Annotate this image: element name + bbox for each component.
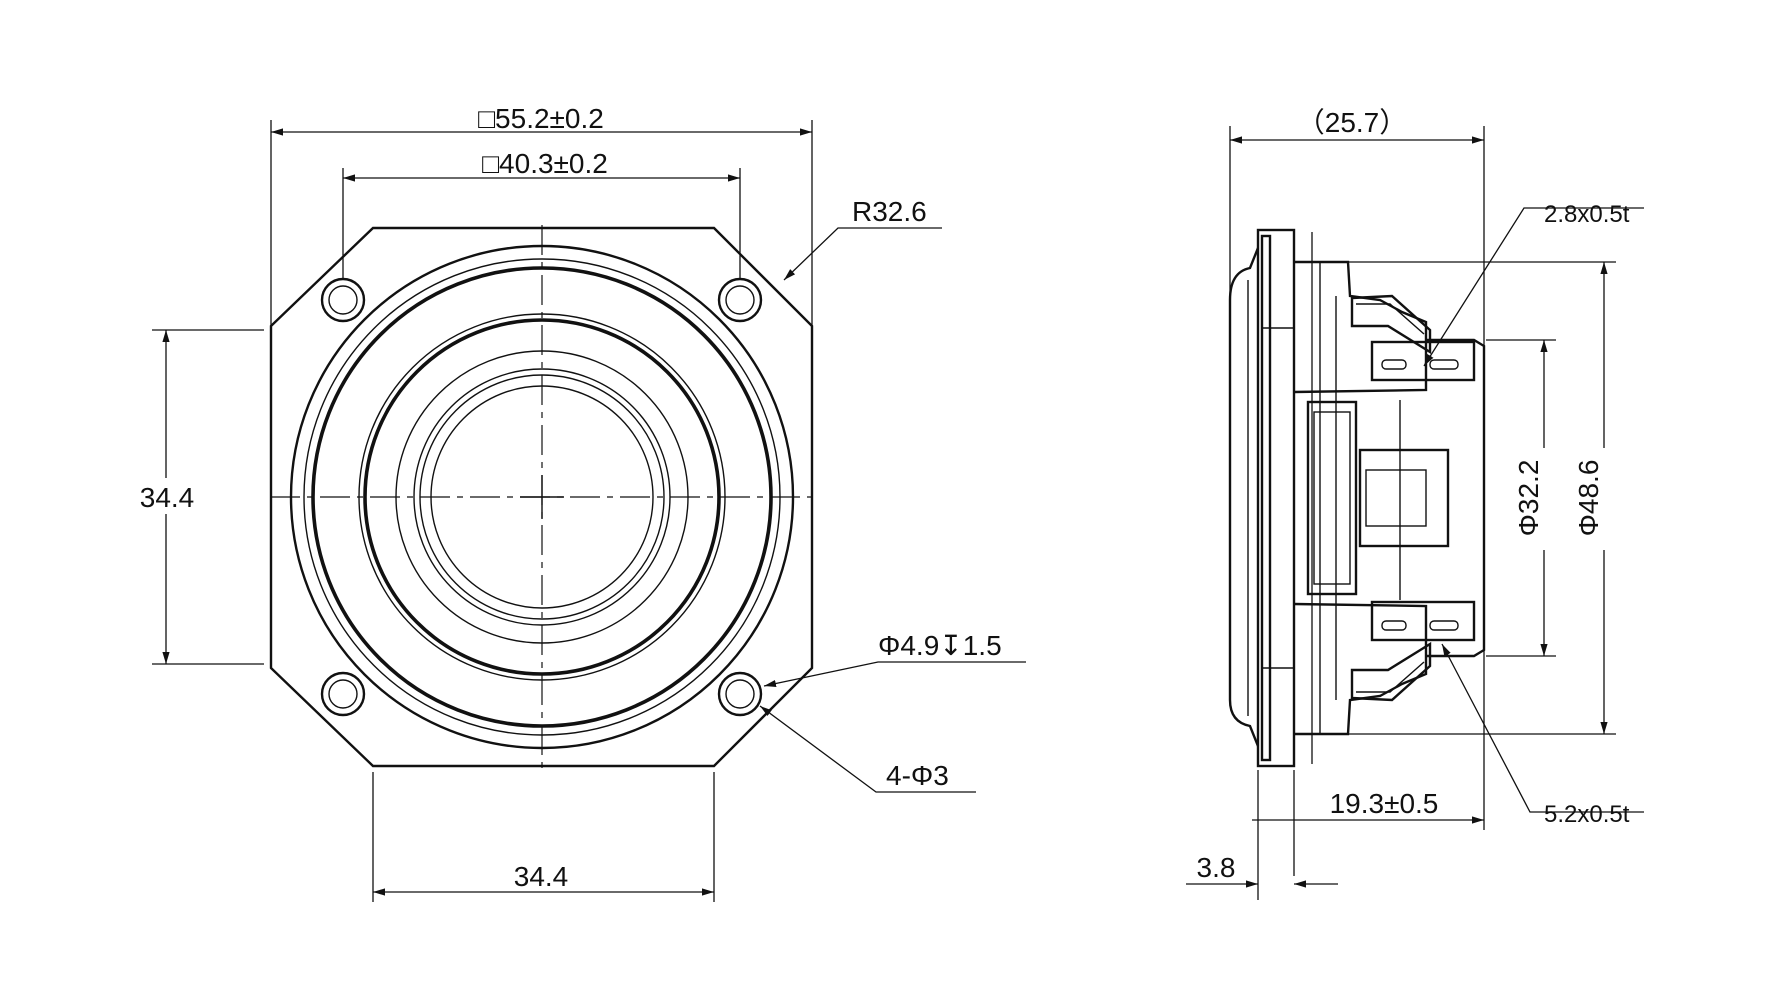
terminal-small-left — [1381, 359, 1407, 370]
surround-ring — [363, 318, 721, 676]
label-magnet-bg — [1516, 448, 1550, 550]
motor-body — [1426, 338, 1486, 658]
leader-terminal-large — [1441, 643, 1644, 813]
terminal-large-left — [1381, 620, 1407, 631]
hole-top-right-inner — [725, 285, 755, 315]
pole-piece — [1306, 400, 1358, 596]
surround-profile — [1228, 247, 1260, 747]
label-terminal-small: 2.8x0.5t — [1544, 201, 1630, 228]
magnet-top-plate — [1370, 340, 1476, 382]
label-magnet-diameter: Φ32.2 — [1513, 460, 1544, 537]
label-outer-square: □55.2±0.2 — [478, 103, 604, 134]
hole-top-right-outer — [717, 277, 763, 323]
basket-spoke-top — [1350, 294, 1432, 355]
basket-spoke-top-inner — [1356, 303, 1425, 335]
leader-holes — [759, 705, 976, 793]
label-left-height-bg — [130, 478, 200, 514]
pole-piece-inner — [1313, 411, 1351, 585]
side-view: （25.7） 2.8x0.5t 5.2x0.5t Φ32.2 Φ48.6 19.… — [1186, 107, 1644, 900]
magnet-bottom-plate — [1370, 600, 1476, 642]
basket-top-outline — [1293, 260, 1428, 394]
frame-flange-face — [1260, 234, 1272, 762]
label-inner-square: □40.3±0.2 — [482, 148, 608, 179]
hole-bottom-right-outer — [717, 671, 763, 717]
leader-radius — [783, 227, 942, 281]
front-view: □55.2±0.2 □40.3±0.2 R32.6 34.4 34.4 Φ4.9… — [130, 103, 1026, 902]
label-overall-depth: （25.7） — [1297, 107, 1408, 138]
label-holes: 4-Φ3 — [886, 760, 949, 791]
terminal-large-right — [1429, 620, 1459, 631]
label-counterbore: Φ4.9↧1.5 — [878, 630, 1002, 661]
label-bottom-width: 34.4 — [514, 861, 569, 892]
label-radius: R32.6 — [852, 196, 927, 227]
motor-core-inner — [1365, 469, 1427, 527]
basket-spoke-bottom-inner — [1356, 661, 1425, 693]
label-basket-bg — [1576, 448, 1610, 550]
label-mount-depth: 19.3±0.5 — [1330, 788, 1439, 819]
hole-bottom-left-outer — [320, 671, 366, 717]
label-left-height: 34.4 — [140, 482, 195, 513]
hole-bottom-right-inner — [725, 679, 755, 709]
terminal-small-right — [1429, 359, 1459, 370]
terminals — [1381, 359, 1459, 631]
motor-core — [1358, 448, 1450, 548]
hole-bottom-left-inner — [328, 679, 358, 709]
label-flange: 3.8 — [1197, 852, 1236, 883]
hole-top-left-outer — [320, 277, 366, 323]
leader-terminal-small — [1423, 207, 1644, 367]
label-terminal-large: 5.2x0.5t — [1544, 801, 1630, 828]
basket-bottom-outline — [1293, 602, 1428, 736]
label-basket-diameter: Φ48.6 — [1573, 460, 1604, 537]
leader-counterbore — [763, 661, 1026, 688]
front-frame-outline — [269, 226, 814, 768]
hole-top-left-inner — [328, 285, 358, 315]
basket-spoke-bottom — [1350, 641, 1432, 702]
frame-flange — [1256, 228, 1296, 768]
